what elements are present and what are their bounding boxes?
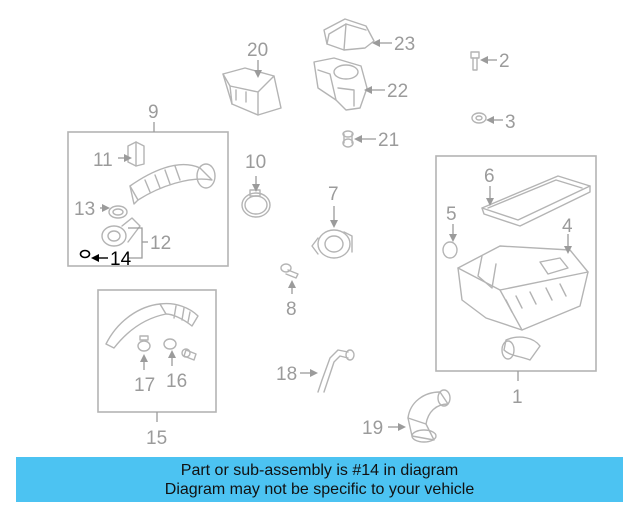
part-5-drawing: [442, 241, 458, 259]
callout-5: 5: [446, 204, 457, 225]
part-12-drawing: [101, 217, 141, 247]
callout-9: 9: [148, 102, 159, 123]
callout-8: 8: [286, 299, 297, 320]
notice-banner: Part or sub-assembly is #14 in diagram D…: [16, 457, 623, 502]
part-8-drawing: [280, 263, 299, 279]
group-15-box: [97, 289, 217, 413]
part-2-drawing: [470, 51, 480, 71]
callout-6: 6: [484, 166, 495, 187]
group-1-box: [435, 155, 597, 372]
part-21-drawing: [342, 130, 354, 148]
part-17-drawing: [137, 335, 151, 352]
callout-3: 3: [505, 112, 516, 133]
part-11-drawing: [127, 141, 145, 167]
callout-22: 22: [387, 81, 408, 102]
part-7-drawing: [311, 229, 353, 259]
part-13-drawing: [108, 205, 128, 219]
part-19-drawing: [407, 389, 451, 443]
callout-2: 2: [499, 51, 510, 72]
part-18-drawing: [317, 349, 355, 393]
callout-19: 19: [362, 418, 383, 439]
part-22-drawing: [313, 57, 368, 111]
callout-14: 14: [110, 249, 132, 270]
notice-banner-bg: [16, 457, 623, 502]
callout-21: 21: [378, 130, 399, 151]
part-4-drawing: [457, 245, 589, 361]
part-14-drawing: [79, 249, 91, 259]
intake-hose-drawing: [129, 163, 216, 205]
callout-10: 10: [245, 152, 266, 173]
callout-20: 20: [247, 40, 268, 61]
part-16-drawing: [163, 338, 197, 361]
part-20-drawing: [222, 67, 282, 116]
callout-13: 13: [74, 199, 95, 220]
part-6-drawing: [481, 175, 591, 227]
callout-16: 16: [166, 371, 187, 392]
callout-15: 15: [146, 428, 167, 449]
callout-1: 1: [512, 387, 523, 408]
callout-18: 18: [276, 364, 297, 385]
part-10-drawing: [241, 189, 271, 218]
part-23-drawing: [323, 18, 375, 51]
part-15-drawing: [105, 302, 199, 349]
banner-line-1: Part or sub-assembly is #14 in diagram: [180, 462, 459, 479]
callout-4: 4: [562, 216, 573, 237]
banner-line-2: Diagram may not be specific to your vehi…: [164, 481, 475, 498]
callout-7: 7: [328, 184, 339, 205]
group-9-box: [67, 131, 229, 267]
callout-17: 17: [134, 375, 155, 396]
callout-11: 11: [93, 150, 113, 171]
callout-12: 12: [150, 233, 171, 254]
callout-23: 23: [394, 34, 415, 55]
part-3-drawing: [471, 112, 487, 124]
